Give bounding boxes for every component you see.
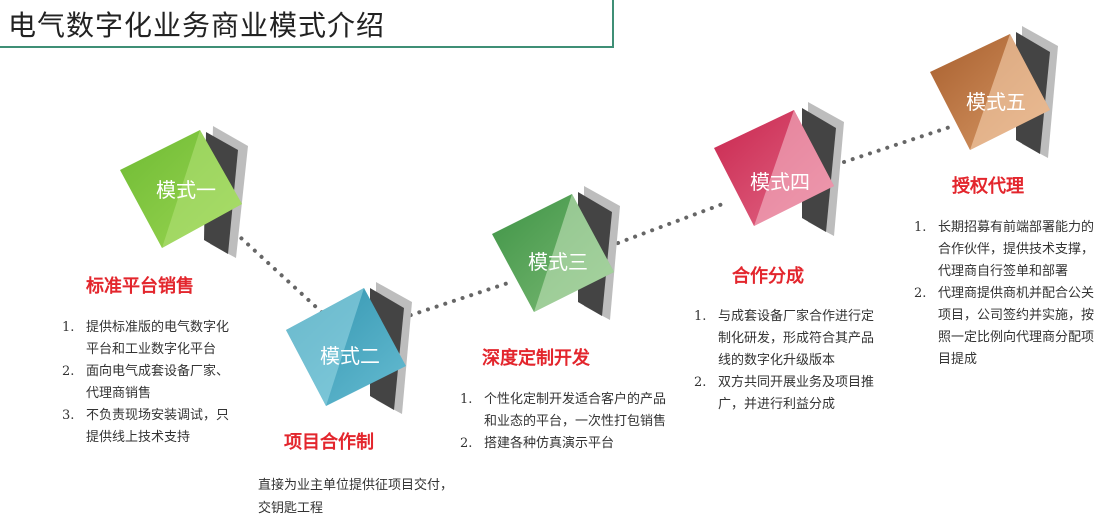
mode-5-description: 1.长期招募有前端部署能力的合作伙伴，提供技术支撑，代理商自行签单和部署 2.代… (914, 217, 1096, 371)
mode-tile-4: 模式四 (714, 102, 864, 258)
mode-tile-1: 模式一 (118, 126, 268, 276)
mode-tile-3: 模式三 (492, 186, 642, 342)
mode-5-title: 授权代理 (952, 176, 1024, 197)
tile-1-shape (120, 126, 248, 258)
connector-2-3 (400, 281, 510, 320)
list-item: 3.不负责现场安装调试，只提供线上技术支持 (62, 408, 230, 445)
mode-2-title: 项目合作制 (284, 432, 374, 453)
tile-5-shape (930, 26, 1058, 158)
tile-4-shape (714, 102, 844, 236)
mode-3-title: 深度定制开发 (482, 348, 590, 369)
list-item: 2.代理商提供商机并配合公关项目，公司签约并实施，按照一定比例向代理商分配项目提… (914, 286, 1095, 367)
mode-tile-5: 模式五 (930, 26, 1080, 182)
tile-5-label: 模式五 (966, 89, 1026, 114)
tile-3-label: 模式三 (528, 249, 588, 274)
mode-4-description: 1.与成套设备厂家合作进行定制化研发，形成符合其产品线的数字化升级版本 2.双方… (694, 306, 874, 416)
list-item: 1.长期招募有前端部署能力的合作伙伴，提供技术支撑，代理商自行签单和部署 (914, 220, 1095, 279)
mode-1-title: 标准平台销售 (86, 276, 194, 297)
mode-1-description: 1.提供标准版的电气数字化平台和工业数字化平台 2.面向电气成套设备厂家、代理商… (62, 317, 240, 449)
mode-tile-2: 模式二 (286, 282, 436, 436)
list-item: 1.提供标准版的电气数字化平台和工业数字化平台 (62, 320, 230, 357)
tile-2-label: 模式二 (320, 343, 380, 368)
list-item: 1.与成套设备厂家合作进行定制化研发，形成符合其产品线的数字化升级版本 (694, 309, 875, 368)
tile-2-shape (286, 282, 412, 414)
mode-4-title: 合作分成 (732, 266, 804, 287)
title-box: 电气数字化业务商业模式介绍 (0, 0, 614, 48)
tile-3-shape (492, 186, 620, 320)
page-title: 电气数字化业务商业模式介绍 (8, 9, 386, 42)
list-item: 2.面向电气成套设备厂家、代理商销售 (62, 364, 230, 401)
mode-3-description: 1.个性化定制开发适合客户的产品和业态的平台，一次性打包销售 2.搭建各种仿真演… (460, 389, 668, 455)
list-item: 1.个性化定制开发适合客户的产品和业态的平台，一次性打包销售 (460, 392, 667, 429)
tile-4-label: 模式四 (750, 169, 810, 194)
tile-1-label: 模式一 (156, 177, 216, 202)
connector-3-4 (616, 200, 730, 245)
list-item: 2.搭建各种仿真演示平台 (460, 436, 615, 451)
list-item: 2.双方共同开展业务及项目推广，并进行利益分成 (694, 375, 875, 412)
connector-4-5 (842, 125, 952, 164)
mode-2-description: 直接为业主单位提供征项目交付，交钥匙工程 (258, 478, 454, 516)
